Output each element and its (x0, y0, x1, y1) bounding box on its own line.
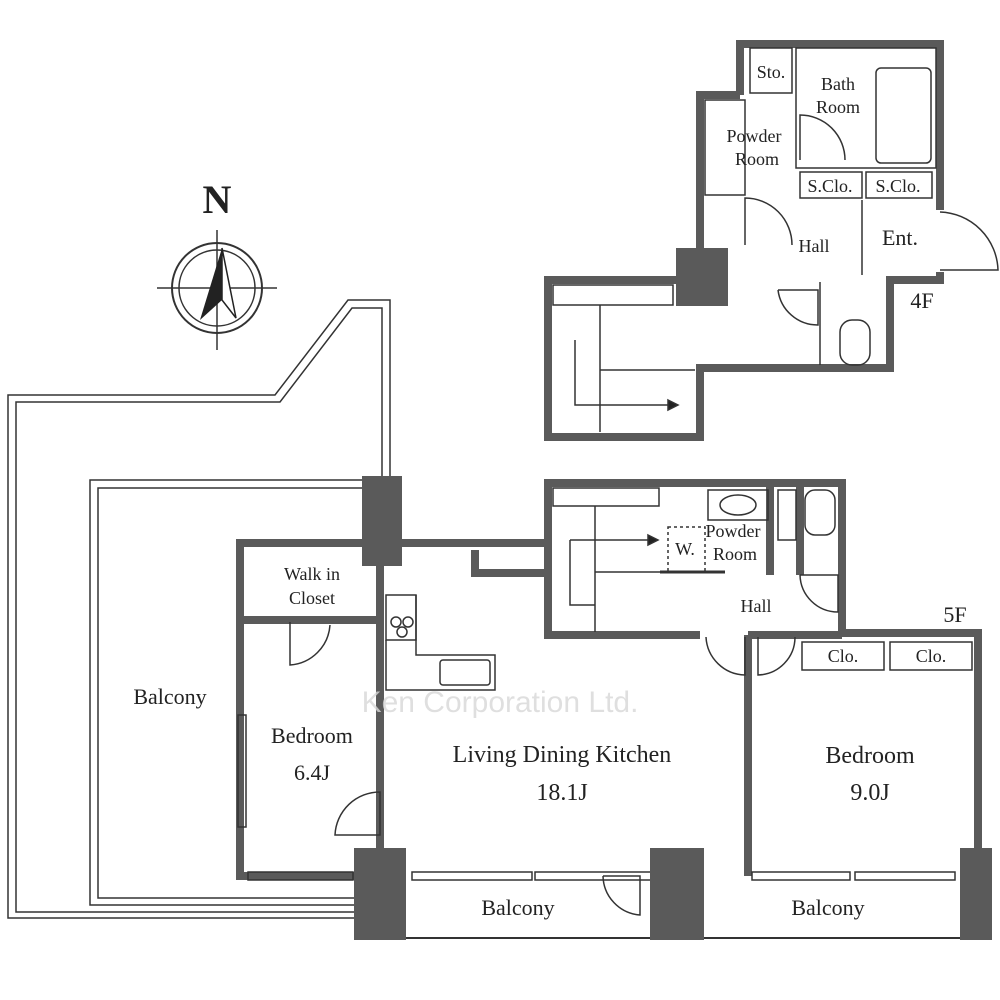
pillar (676, 248, 728, 306)
room-label-bath: Bath (821, 74, 855, 94)
room-label-ldk: Living Dining Kitchen (453, 742, 672, 768)
room-label-walkin: Walk in (284, 564, 340, 584)
floor-label-5f: 5F (943, 602, 966, 627)
pillar (362, 476, 402, 566)
room-size-ldk: 18.1J (536, 780, 587, 806)
room-label-bath: Room (816, 97, 860, 117)
room-label-storage: Sto. (757, 62, 786, 82)
compass-icon (157, 230, 277, 350)
pillar (960, 848, 992, 940)
room-label-shoe-closet: S.Clo. (875, 176, 920, 196)
pillar (354, 848, 406, 940)
room-label-powder-4f: Room (735, 149, 779, 169)
room-label-powder-5f: Powder (706, 521, 761, 541)
washer-label: W. (675, 539, 695, 559)
room-label-hall-5f: Hall (741, 596, 772, 616)
room-label-walkin: Closet (289, 588, 335, 608)
floor5-walls (236, 479, 990, 939)
floor-label-4f: 4F (910, 288, 933, 313)
room-label-entrance: Ent. (882, 225, 918, 250)
north-label: N (203, 177, 232, 222)
watermark: Ken Corporation Ltd. (362, 686, 639, 719)
room-label-balcony-south: Balcony (791, 895, 864, 920)
room-label-bedroom1: Bedroom (271, 723, 353, 748)
floor4-walls (544, 40, 999, 441)
room-label-powder-4f: Powder (727, 126, 782, 146)
pillar (650, 848, 704, 940)
room-size-bedroom1: 6.4J (294, 760, 331, 785)
room-label-closet: Clo. (916, 646, 947, 666)
balcony-railing (7, 299, 391, 919)
room-label-bedroom2: Bedroom (825, 743, 915, 769)
room-size-bedroom2: 9.0J (850, 780, 889, 806)
room-label-balcony-south: Balcony (481, 895, 554, 920)
room-label-closet: Clo. (828, 646, 859, 666)
room-label-shoe-closet: S.Clo. (807, 176, 852, 196)
room-label-powder-5f: Room (713, 544, 757, 564)
room-label-balcony-west: Balcony (133, 684, 206, 709)
room-label-hall-4f: Hall (799, 236, 830, 256)
